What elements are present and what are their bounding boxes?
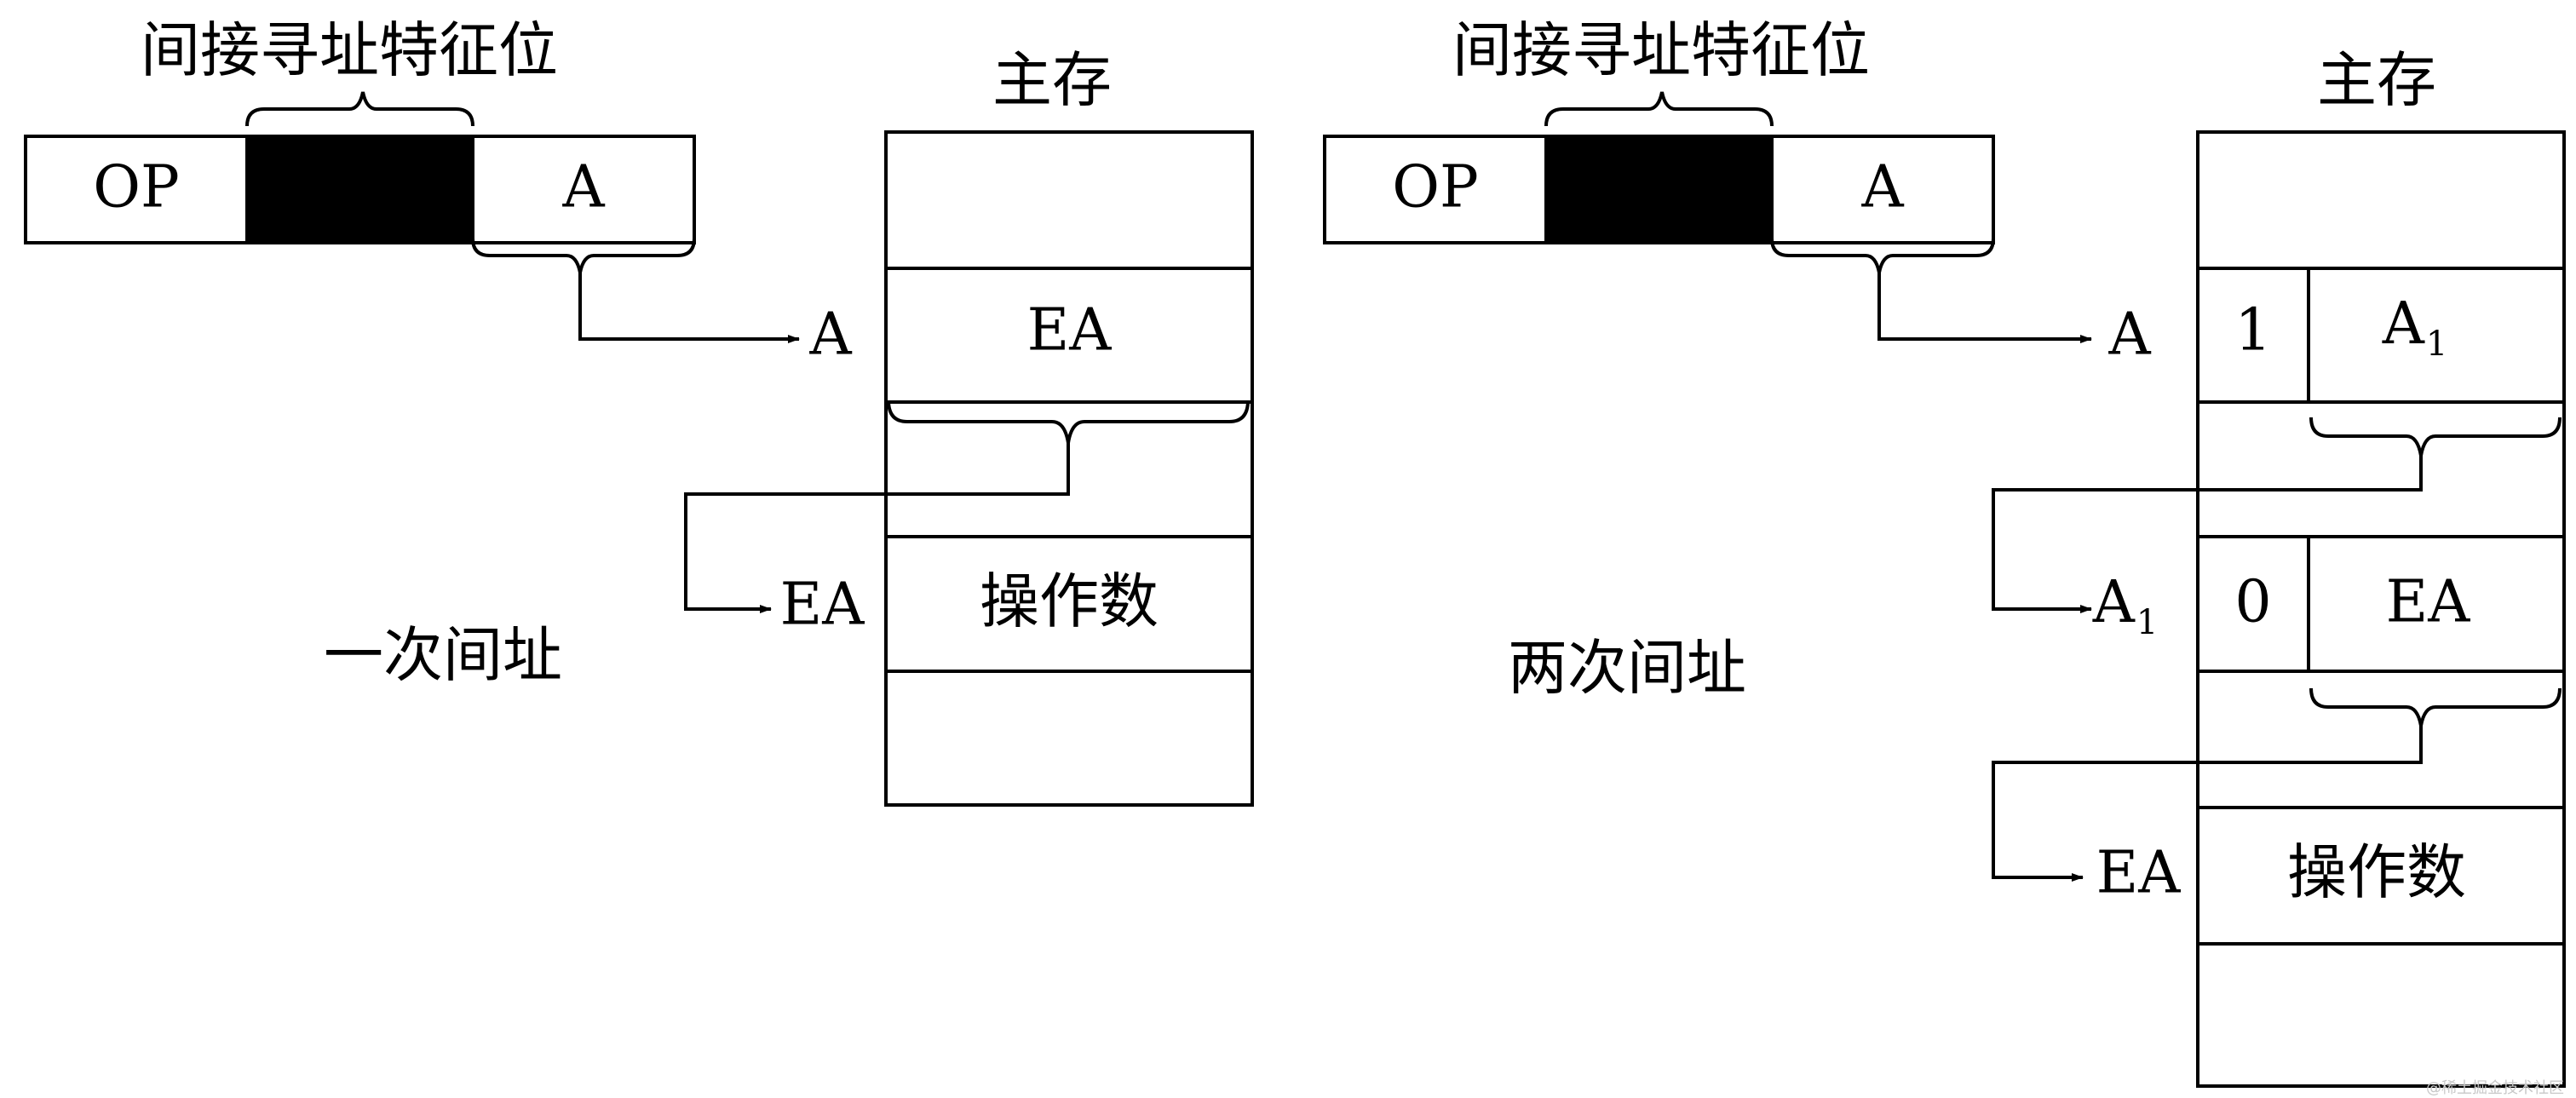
arrow-to-ea — [1992, 726, 2423, 882]
arrow-a-label: A — [808, 302, 852, 369]
address-label: A — [561, 154, 605, 221]
indirect-flag-bit — [245, 135, 474, 244]
arrow-ea-label: EA — [780, 572, 865, 639]
arrow-to-ea — [684, 443, 1070, 613]
address-field — [1770, 135, 1995, 244]
cell2-flag: 0 — [2234, 569, 2271, 636]
memory-frame — [2196, 130, 2566, 1088]
indirect-flag-label: 间接寻址特征位 — [141, 15, 558, 85]
address-field — [471, 135, 696, 244]
arrow-to-a — [578, 273, 800, 343]
op-label: OP — [1392, 154, 1479, 221]
single-indirect-caption: 一次间址 — [324, 620, 562, 690]
arrow-a1-label: A1 — [2092, 569, 2159, 643]
main-memory-label: 主存 — [992, 45, 1112, 115]
cell1-value: A1 — [2382, 290, 2448, 365]
op-label: OP — [93, 154, 180, 221]
cell-operand: 操作数 — [2287, 837, 2466, 907]
cell2-value: EA — [2386, 569, 2471, 636]
flag-brace — [1544, 91, 1774, 127]
single-indirect-panel: 间接寻址特征位 OP A 主存 EA 操作数 A EA — [24, 15, 1254, 807]
address-label: A — [1860, 154, 1904, 221]
cell1-flag: 1 — [2234, 297, 2271, 365]
instruction-format: OP A — [24, 135, 696, 244]
instruction-format: OP A — [1323, 135, 1995, 244]
cell-ea: EA — [1027, 297, 1113, 365]
arrow-to-a1 — [1992, 456, 2423, 613]
op-field — [1323, 135, 1548, 244]
main-memory: 1 A1 0 EA 操作数 — [2196, 130, 2566, 1088]
indirect-flag-bit — [1544, 135, 1774, 244]
arrow-ea-label: EA — [2096, 840, 2182, 907]
op-field — [24, 135, 249, 244]
cell-operand: 操作数 — [980, 566, 1159, 636]
indirect-flag-label: 间接寻址特征位 — [1452, 15, 1870, 85]
arrow-a-label: A — [2107, 302, 2151, 369]
arrow-to-a — [1877, 273, 2092, 343]
flag-brace — [245, 91, 474, 127]
watermark: @稀土掘金技术社区 — [2426, 1079, 2564, 1097]
double-indirect-caption: 两次间址 — [1508, 633, 1746, 703]
double-indirect-panel: 间接寻址特征位 OP A 主存 1 A1 0 EA — [1323, 15, 2566, 1088]
main-memory-label: 主存 — [2317, 45, 2436, 115]
